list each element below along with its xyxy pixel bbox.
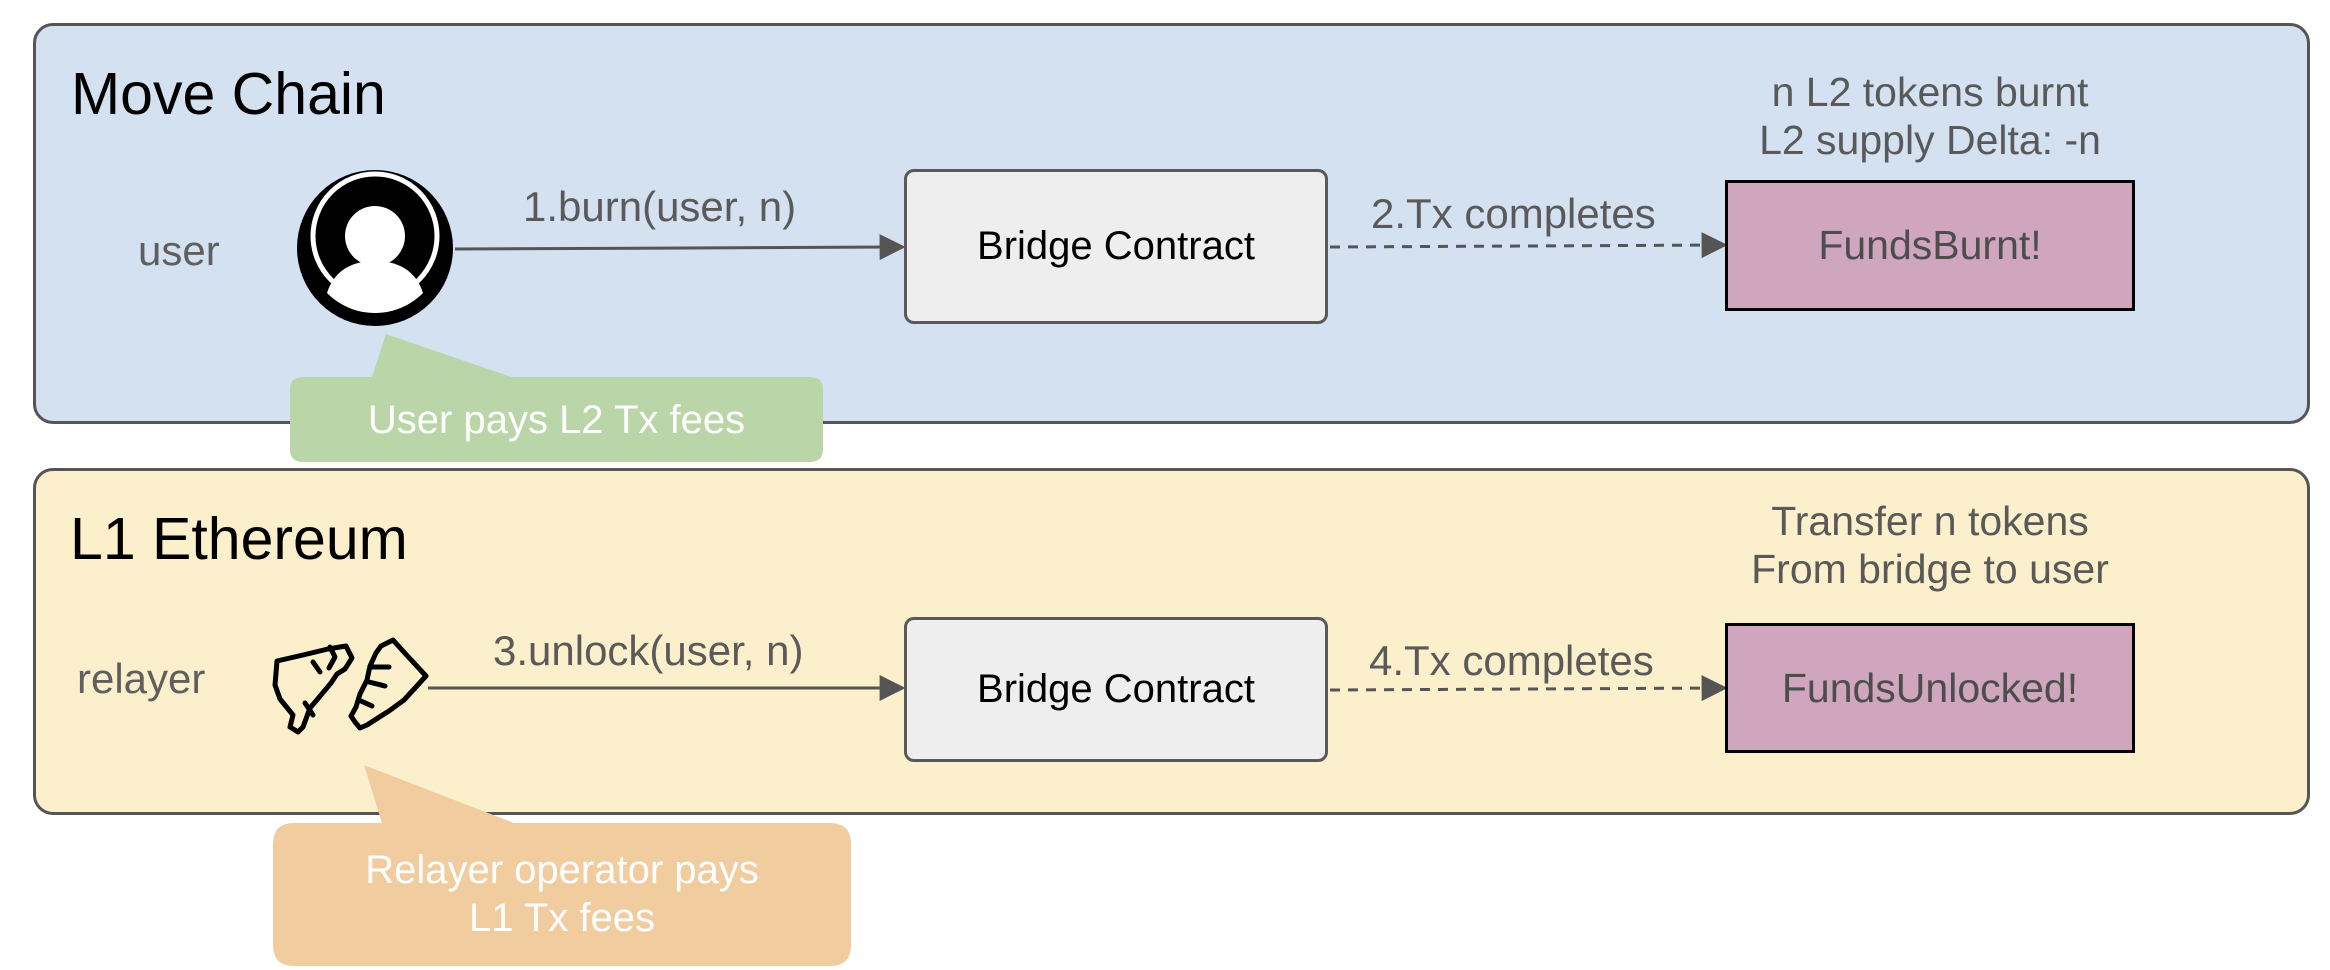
burn-note-line-1: n L2 tokens burnt — [1771, 69, 2089, 115]
relayer-label: relayer — [77, 655, 206, 702]
move-bridge-contract: Bridge Contract — [904, 169, 1328, 324]
funds-unlocked-event: FundsUnlocked! — [1725, 623, 2135, 753]
user-fee-callout: User pays L2 Tx fees — [367, 398, 746, 442]
l1-bridge-contract: Bridge Contract — [904, 617, 1328, 762]
relayer-fee-callout-line-1: Relayer operator pays — [365, 848, 759, 892]
unlock-note-line-2: From bridge to user — [1751, 546, 2109, 592]
unlock-tx-label: 4.Tx completes — [1369, 637, 1654, 684]
burn-note-line-2: L2 supply Delta: -n — [1759, 117, 2101, 163]
l1-ethereum-title: L1 Ethereum — [70, 506, 408, 572]
burn-tx-label: 2.Tx completes — [1371, 190, 1656, 237]
unlock-note: Transfer n tokens From bridge to user — [1720, 497, 2140, 593]
burn-tx-arrow — [1329, 232, 1728, 259]
relayer-fee-callout-line-2: L1 Tx fees — [468, 896, 656, 940]
burn-note: n L2 tokens burnt L2 supply Delta: -n — [1745, 68, 2115, 164]
relayer-fee-callout: Relayer operator pays L1 Tx fees — [273, 846, 851, 942]
funds-burnt-event: FundsBurnt! — [1725, 180, 2135, 311]
unlock-note-line-1: Transfer n tokens — [1771, 498, 2089, 544]
move-chain-title: Move Chain — [71, 61, 386, 127]
user-label: user — [138, 227, 220, 274]
unlock-call-label: 3.unlock(user, n) — [493, 627, 804, 674]
burn-call-label: 1.burn(user, n) — [523, 183, 797, 230]
unlock-tx-arrow — [1329, 675, 1728, 702]
burn-call-arrow — [454, 234, 906, 261]
